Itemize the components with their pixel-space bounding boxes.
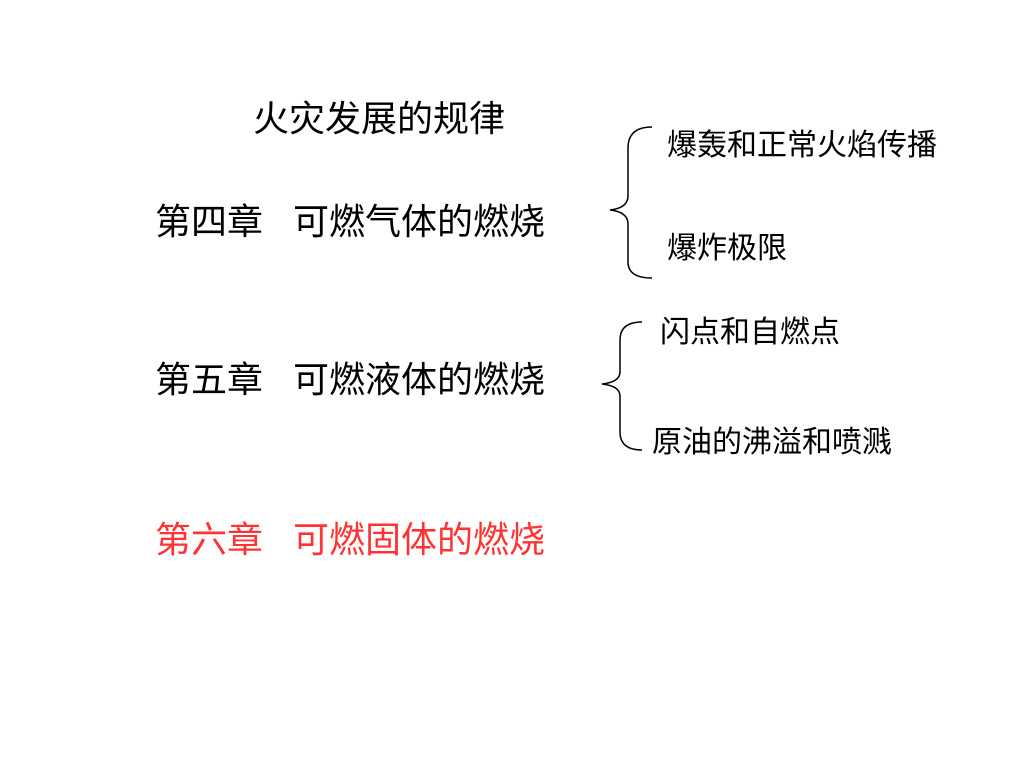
chapter-six-name: 可燃固体的燃烧 <box>293 520 546 561</box>
topic-detonation: 爆轰和正常火焰传播 <box>667 128 937 163</box>
slide-title: 火灾发展的规律 <box>253 99 506 140</box>
chapter-four-number: 第四章 <box>155 202 264 243</box>
topic-explosion-limit: 爆炸极限 <box>667 231 787 266</box>
topic-flash-point: 闪点和自燃点 <box>660 315 840 350</box>
chapter-four-name: 可燃气体的燃烧 <box>293 202 546 243</box>
chapter-five-name: 可燃液体的燃烧 <box>293 360 546 401</box>
gas-brace <box>609 126 653 279</box>
chapter-six: 第六章可燃固体的燃烧 <box>155 523 545 559</box>
chapter-four: 第四章可燃气体的燃烧 <box>155 205 545 241</box>
topic-boilover: 原油的沸溢和喷溅 <box>652 425 892 460</box>
chapter-six-number: 第六章 <box>155 520 264 561</box>
liquid-brace <box>601 321 643 451</box>
chapter-five: 第五章可燃液体的燃烧 <box>155 363 545 399</box>
chapter-five-number: 第五章 <box>155 360 264 401</box>
